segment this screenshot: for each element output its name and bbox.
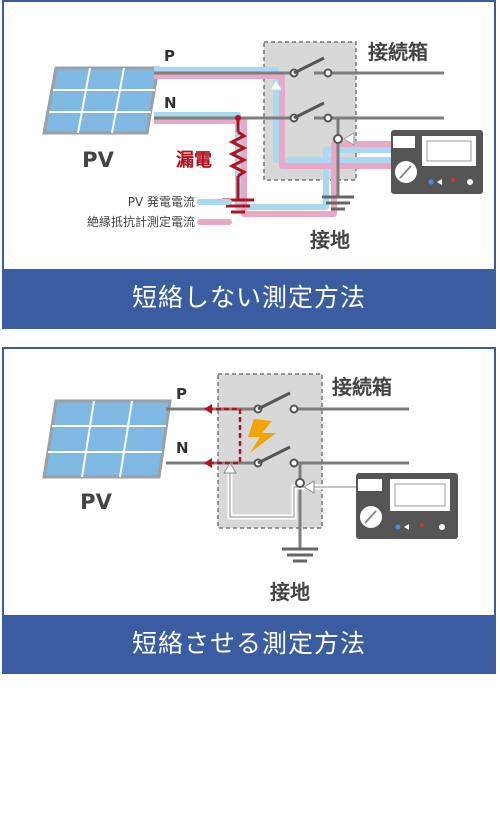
junction-box <box>217 373 323 529</box>
p-label: P <box>176 385 187 403</box>
junction-box-label: 接続箱 <box>332 375 392 399</box>
caption-no-short: 短絡しない測定方法 <box>4 269 494 327</box>
ground-icon <box>322 195 354 211</box>
arrow-short-n-icon <box>204 458 212 468</box>
ground-label: 接地 <box>310 228 350 252</box>
ground-icon <box>282 547 318 563</box>
arrow-left-icon <box>343 132 355 146</box>
leak-resistor-icon <box>222 118 254 214</box>
wiring <box>154 71 444 197</box>
insulation-tester-icon <box>356 473 458 539</box>
switch-p-icon <box>289 56 333 78</box>
diagram-short: PV 接続箱 <box>42 373 458 604</box>
leak-label: 漏電 <box>176 150 212 171</box>
arrow-up-icon <box>223 462 237 474</box>
p-label: P <box>164 47 175 65</box>
pv-label: PV <box>80 490 112 514</box>
spark-icon <box>248 419 276 453</box>
arrow-short-p-icon <box>204 404 212 414</box>
caption-short: 短絡させる測定方法 <box>4 615 494 672</box>
switch-n-icon <box>253 445 299 468</box>
legend-test-current-text: 絶縁抵抗計測定電流 <box>87 214 195 229</box>
solar-panel-icon <box>42 66 160 135</box>
diagram-panel-short: PV 接続箱 <box>2 347 496 674</box>
legend-pv-current-text: PV 発電電流 <box>128 195 195 209</box>
n-label: N <box>176 439 189 457</box>
diagram-panel-no-short: PV 接続箱 <box>2 0 496 329</box>
pv-current-path <box>154 67 394 210</box>
ground-tap-node <box>295 478 305 488</box>
arrow-left-icon <box>303 480 315 494</box>
ground-label: 接地 <box>270 580 310 604</box>
ground-tap-node <box>333 134 343 144</box>
test-current-outline <box>229 469 362 518</box>
switch-p-icon <box>253 391 299 414</box>
insulation-tester-icon <box>391 130 483 194</box>
short-circuit-path <box>208 407 242 465</box>
n-label: N <box>164 94 177 112</box>
leak-node <box>235 115 241 121</box>
switch-n-icon <box>289 101 333 123</box>
diagram-no-short: PV 接続箱 <box>42 40 483 252</box>
pv-label: PV <box>82 148 114 172</box>
arrow-up-icon <box>269 79 283 91</box>
solar-panel-icon <box>42 399 172 479</box>
junction-box-label: 接続箱 <box>368 40 428 64</box>
